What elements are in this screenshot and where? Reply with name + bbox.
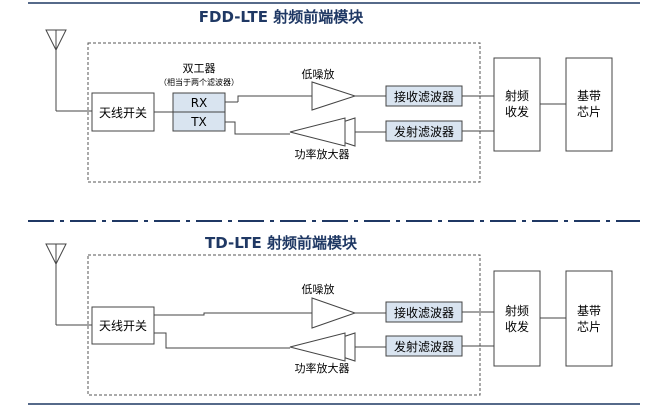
fdd-baseband-line2: 芯片 <box>577 105 601 119</box>
td-transceiver-line2: 收发 <box>505 319 529 334</box>
fdd-duplexer-label: 双工器 <box>183 62 216 75</box>
fdd-title: FDD-LTE 射频前端模块 <box>199 8 364 26</box>
td-transceiver-line1: 射频 <box>505 303 529 318</box>
td-section: TD-LTE 射频前端模块 天线开关 低噪放 功率放大器 接收滤波器 发射滤波器 <box>45 234 613 396</box>
td-title: TD-LTE 射频前端模块 <box>205 234 358 252</box>
td-antenna-switch <box>91 306 155 345</box>
td-baseband <box>565 270 613 367</box>
td-baseband-line2: 芯片 <box>577 320 601 334</box>
fdd-antenna-icon <box>45 29 92 112</box>
td-tx-filter-label: 发射滤波器 <box>394 339 454 354</box>
fdd-rx-label: RX <box>191 96 208 110</box>
fdd-tx-filter-label: 发射滤波器 <box>394 124 454 139</box>
td-module-boundary <box>87 254 481 396</box>
td-lna-amplifier <box>311 297 357 329</box>
td-pa-label: 功率放大器 <box>295 361 350 375</box>
td-antenna-switch-label: 天线开关 <box>99 319 147 333</box>
fdd-baseband <box>565 57 613 152</box>
td-rx-filter-label: 接收滤波器 <box>394 305 454 320</box>
td-pa-amplifier <box>289 332 346 362</box>
fdd-lna-amplifier <box>311 81 357 111</box>
fdd-antenna-switch-label: 天线开关 <box>99 106 147 120</box>
td-antenna-icon <box>45 243 92 326</box>
fdd-duplexer-note: （相当于两个滤波器） <box>159 77 239 87</box>
fdd-baseband-line1: 基带 <box>577 89 601 103</box>
td-baseband-line1: 基带 <box>577 304 601 318</box>
td-transceiver <box>493 270 541 367</box>
fdd-transceiver <box>493 57 541 152</box>
fdd-pa-amplifier <box>289 117 346 147</box>
fdd-transceiver-line2: 收发 <box>505 104 529 119</box>
fdd-tx-label: TX <box>190 115 207 129</box>
td-lna-label: 低噪放 <box>302 282 335 296</box>
fdd-pa-label: 功率放大器 <box>295 147 350 161</box>
fdd-section: FDD-LTE 射频前端模块 天线开关 双工器 （相当于两个滤波器） RX TX… <box>45 8 613 183</box>
fdd-transceiver-line1: 射频 <box>505 88 529 103</box>
fdd-module-boundary <box>87 42 481 183</box>
fdd-antenna-switch <box>91 92 155 132</box>
fdd-lna-label: 低噪放 <box>302 67 335 81</box>
fdd-rx-filter-label: 接收滤波器 <box>394 89 454 104</box>
